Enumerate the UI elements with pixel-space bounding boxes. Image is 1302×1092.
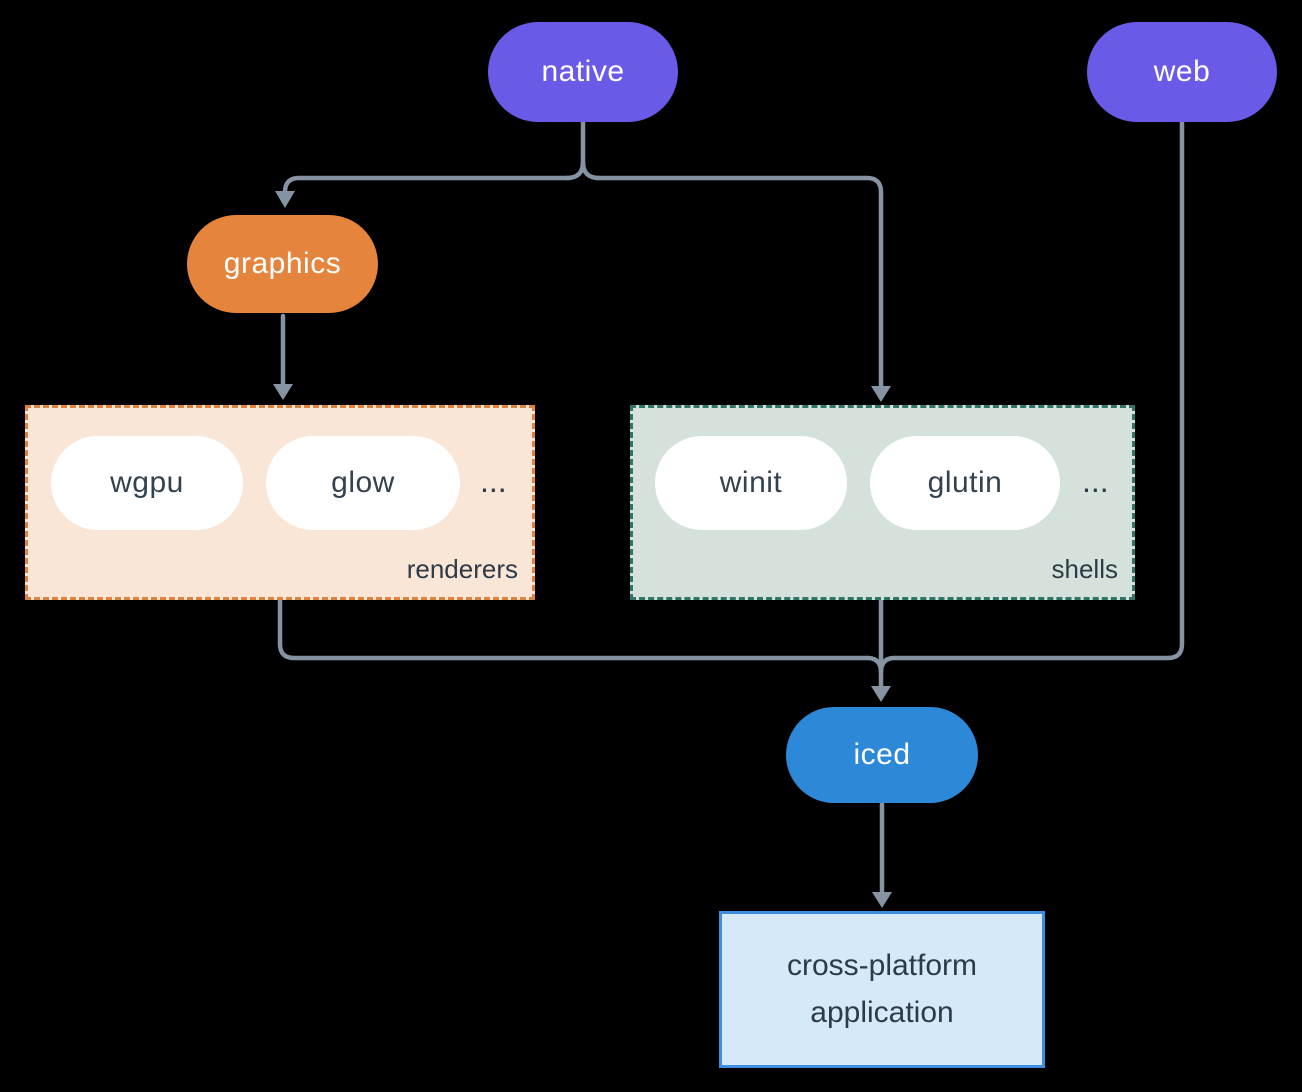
renderers-label: renderers (406, 554, 518, 584)
shells-label: shells (1051, 554, 1118, 584)
renderers-ellipsis: ... (480, 463, 507, 499)
arrowhead-graphics (275, 191, 295, 208)
arrowhead-iced (871, 686, 891, 702)
edge-native-shells (594, 175, 884, 389)
arrowhead-shells (871, 386, 891, 402)
group-shells: winit glutin ... shells (630, 405, 1135, 600)
group-renderers: wgpu glow ... renderers (25, 405, 535, 600)
node-web: web (1087, 22, 1277, 122)
edge-native-flare-left (564, 159, 586, 181)
node-glutin: glutin (870, 436, 1060, 530)
edge-native-flare-right (580, 159, 602, 181)
node-winit: winit (655, 436, 847, 530)
node-native: native (488, 22, 678, 122)
arrowhead-app (872, 892, 892, 908)
edge-renderers-iced (277, 598, 884, 675)
node-wgpu: wgpu (51, 436, 243, 530)
node-graphics: graphics (187, 215, 378, 313)
edge-native-graphics (282, 175, 572, 196)
shells-ellipsis: ... (1082, 463, 1109, 499)
node-iced: iced (786, 707, 978, 803)
node-glow: glow (266, 436, 460, 530)
arrowhead-renderers (273, 384, 293, 400)
node-application: cross-platform application (719, 911, 1045, 1068)
